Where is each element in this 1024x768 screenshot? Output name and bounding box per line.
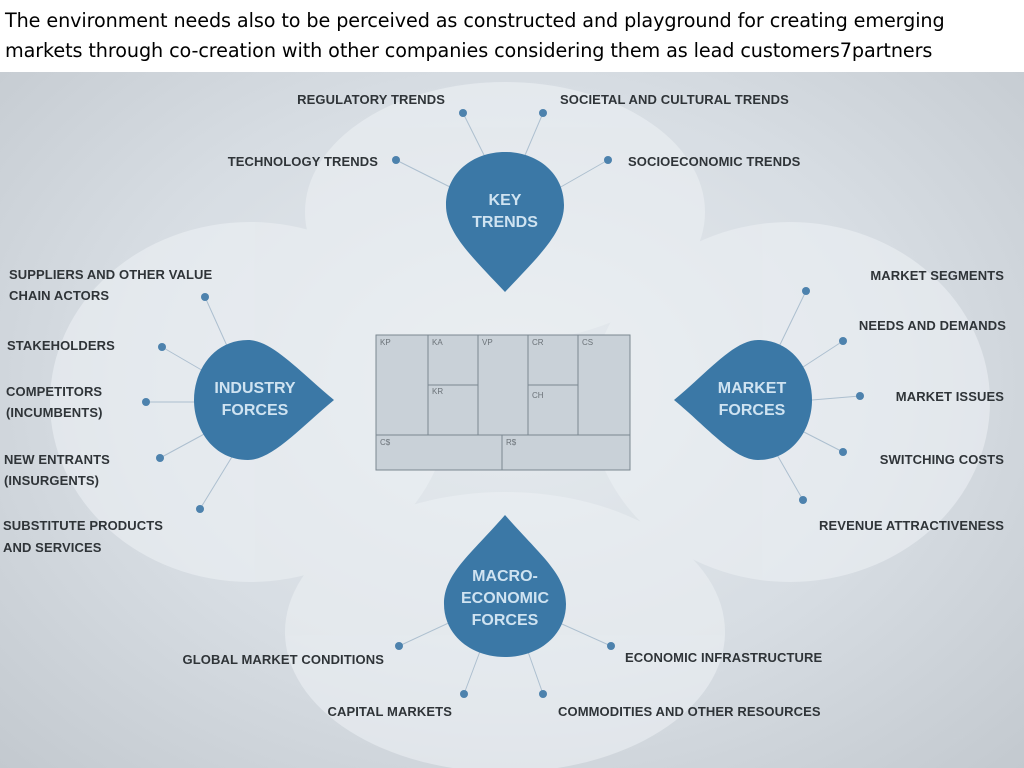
business-model-canvas bbox=[375, 334, 631, 471]
market-forces-hub-label: MARKET FORCES bbox=[717, 380, 787, 419]
label-substitutes-line2: AND SERVICES bbox=[3, 540, 102, 555]
label-technology-trends: TECHNOLOGY TRENDS bbox=[227, 154, 378, 169]
label-capital-markets: CAPITAL MARKETS bbox=[327, 704, 452, 719]
label-switching-costs: SWITCHING COSTS bbox=[879, 452, 1004, 467]
canvas-cell-kp: KP bbox=[380, 338, 391, 347]
label-regulatory-trends: REGULATORY TRENDS bbox=[297, 92, 445, 107]
label-dots bbox=[142, 109, 864, 698]
label-suppliers-line2: CHAIN ACTORS bbox=[9, 288, 110, 303]
environment-map-diagram bbox=[50, 82, 990, 768]
label-substitutes-line1: SUBSTITUTE PRODUCTS bbox=[3, 518, 164, 533]
label-societal-cultural-trends: SOCIETAL AND CULTURAL TRENDS bbox=[560, 92, 789, 107]
label-competitors-line1: COMPETITORS bbox=[6, 384, 103, 399]
canvas-cell-cr: CR bbox=[532, 338, 544, 347]
label-global-market-conditions: GLOBAL MARKET CONDITIONS bbox=[182, 652, 384, 667]
industry-forces-drop bbox=[194, 340, 334, 460]
label-competitors-line2: (INCUMBENTS) bbox=[6, 405, 103, 420]
label-new-entrants-line2: (INSURGENTS) bbox=[4, 473, 100, 488]
canvas-cell-ch: CH bbox=[532, 391, 544, 400]
market-forces-drop bbox=[674, 340, 812, 460]
key-trends-drop bbox=[446, 152, 564, 292]
label-stakeholders: STAKEHOLDERS bbox=[7, 338, 115, 353]
label-commodities-resources: COMMODITIES AND OTHER RESOURCES bbox=[558, 704, 821, 719]
label-new-entrants-line1: NEW ENTRANTS bbox=[4, 452, 110, 467]
canvas-cell-revenue: R$ bbox=[506, 438, 517, 447]
canvas-cell-cs: CS bbox=[582, 338, 594, 347]
diagram-photo: KP KA VP CR CS KR CH C$ R$ KEY TRENDS IN… bbox=[0, 72, 1024, 768]
industry-forces-hub-label: INDUSTRY FORCES bbox=[214, 380, 296, 419]
label-needs-demands: NEEDS AND DEMANDS bbox=[858, 318, 1006, 333]
label-suppliers-line1: SUPPLIERS AND OTHER VALUE bbox=[9, 267, 213, 282]
connector-lines bbox=[146, 112, 861, 695]
macro-forces-drop bbox=[444, 515, 566, 657]
canvas-cell-ka: KA bbox=[432, 338, 443, 347]
canvas-cell-kr: KR bbox=[432, 387, 444, 396]
macro-forces-hub-label: MACRO- ECONOMIC FORCES bbox=[461, 568, 549, 629]
label-socioeconomic-trends: SOCIOECONOMIC TRENDS bbox=[628, 154, 801, 169]
label-market-segments: MARKET SEGMENTS bbox=[870, 268, 1004, 283]
canvas-cell-cost: C$ bbox=[380, 438, 391, 447]
canvas-cell-vp: VP bbox=[482, 338, 493, 347]
page-number: 19 bbox=[951, 730, 964, 742]
label-revenue-attractiveness: REVENUE ATTRACTIVENESS bbox=[819, 518, 1004, 533]
label-economic-infrastructure: ECONOMIC INFRASTRUCTURE bbox=[625, 650, 823, 665]
slide-caption: The environment needs also to be perceiv… bbox=[5, 9, 945, 62]
label-market-issues: MARKET ISSUES bbox=[895, 389, 1004, 404]
key-trends-hub-label: KEY TRENDS bbox=[472, 192, 538, 231]
